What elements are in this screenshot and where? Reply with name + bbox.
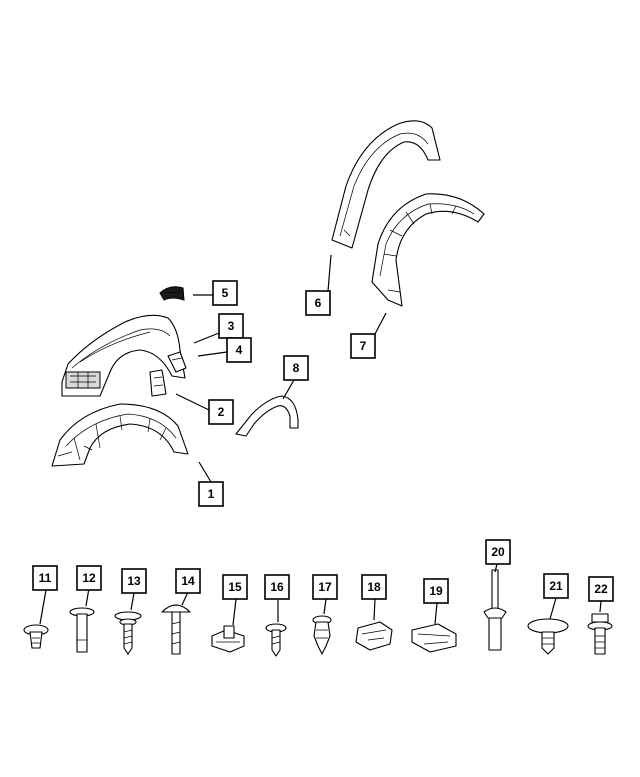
callout-15: 15 (222, 574, 248, 600)
callout-11: 11 (32, 565, 58, 591)
callout-label: 8 (293, 361, 300, 375)
part-4-bracket (167, 351, 187, 373)
callout-label: 7 (360, 339, 367, 353)
callout-2: 2 (208, 399, 234, 425)
part-22-bolt (587, 613, 613, 655)
part-19-u-nut (411, 623, 457, 653)
callout-label: 20 (491, 545, 505, 559)
part-7-rear-wheelhouse-liner (371, 193, 485, 307)
part-11-push-pin (23, 624, 49, 649)
part-13-screw-washer (114, 611, 142, 655)
callout-label: 16 (270, 580, 284, 594)
callout-label: 18 (367, 580, 381, 594)
callout-label: 12 (82, 571, 96, 585)
callout-17: 17 (312, 574, 338, 600)
callout-label: 5 (222, 286, 229, 300)
callout-label: 22 (594, 582, 608, 596)
callout-22: 22 (588, 576, 614, 602)
callout-6: 6 (305, 290, 331, 316)
callout-5: 5 (212, 280, 238, 306)
callout-label: 13 (127, 574, 141, 588)
part-3-front-fender-flare (61, 314, 186, 397)
callout-label: 19 (429, 584, 443, 598)
callout-label: 4 (236, 343, 243, 357)
callout-19: 19 (423, 578, 449, 604)
part-14-dome-fastener (161, 604, 191, 655)
callout-13: 13 (121, 568, 147, 594)
callout-4: 4 (226, 337, 252, 363)
part-20-plastic-rivet (483, 569, 507, 651)
callout-12: 12 (76, 565, 102, 591)
callout-7: 7 (350, 333, 376, 359)
callout-label: 2 (218, 405, 225, 419)
leader-lines (39, 254, 602, 626)
callout-label: 15 (228, 580, 242, 594)
callout-20: 20 (485, 539, 511, 565)
part-15-clip-nut (211, 625, 245, 653)
callout-label: 6 (315, 296, 322, 310)
part-12-rivet (69, 607, 95, 653)
callout-8: 8 (283, 355, 309, 381)
part-6-rear-fender-flare (331, 120, 441, 249)
part-21-push-rivet (527, 618, 569, 655)
callout-3: 3 (218, 313, 244, 339)
part-18-retainer-clip (355, 621, 393, 651)
callout-label: 14 (181, 574, 195, 588)
part-17-tree-clip (312, 615, 332, 655)
part-1-front-wheelhouse-liner (51, 403, 189, 467)
part-8-molding-strip (235, 395, 299, 437)
callout-label: 11 (39, 571, 52, 585)
callout-18: 18 (361, 574, 387, 600)
callout-14: 14 (175, 568, 201, 594)
part-2-splash-guard (149, 369, 167, 397)
callout-label: 3 (228, 319, 235, 333)
part-5-trim-piece (159, 286, 185, 301)
part-16-screw (265, 623, 287, 657)
callout-label: 17 (318, 580, 332, 594)
callout-label: 1 (208, 487, 215, 501)
callout-1: 1 (198, 481, 224, 507)
callout-16: 16 (264, 574, 290, 600)
callout-label: 21 (549, 579, 563, 593)
callout-21: 21 (543, 573, 569, 599)
